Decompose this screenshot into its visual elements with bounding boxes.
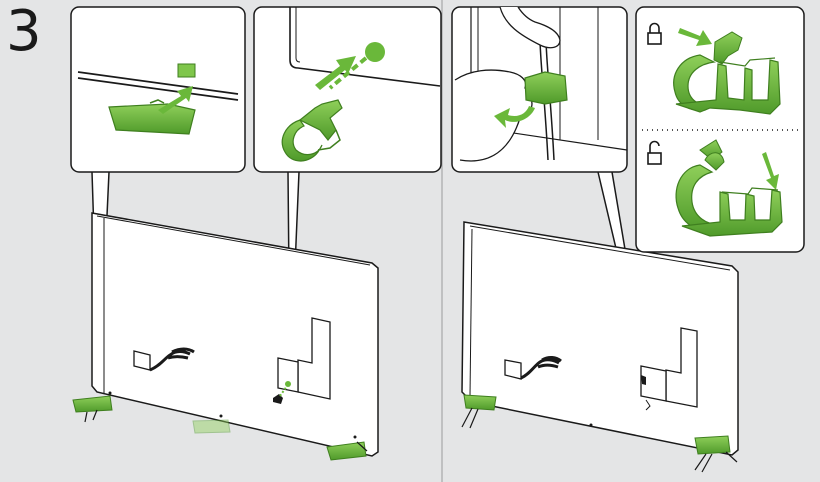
tv-rear-right <box>462 222 738 455</box>
tv-stand-left <box>73 396 112 422</box>
callout-lock-states <box>636 7 804 252</box>
callout-cable-clip-attach <box>254 7 441 172</box>
tv-stand-center-ghost <box>193 420 230 433</box>
tv-rear-left <box>92 213 378 456</box>
callout-clip-release <box>452 7 627 172</box>
tv-stand-right-side-left <box>462 395 496 428</box>
callout-stand-cover <box>71 7 245 172</box>
